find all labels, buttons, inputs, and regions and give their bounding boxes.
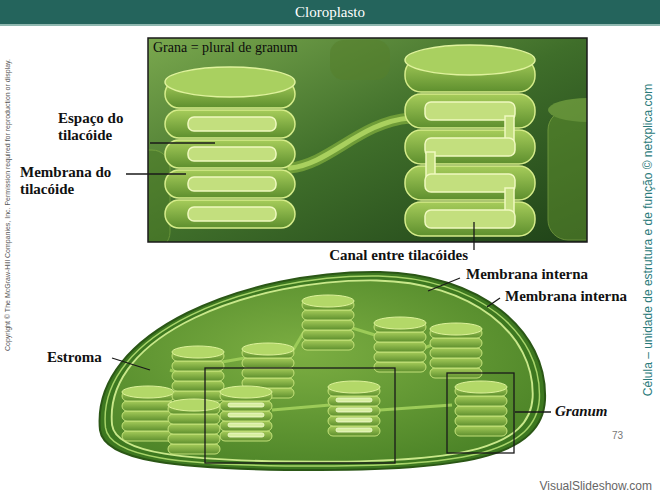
slide-title: Cloroplasto xyxy=(0,4,660,21)
part-label: Espaço do tilacóide xyxy=(58,110,146,145)
part-label: Membrana do tilacóide xyxy=(20,164,124,199)
inset-note: Grana = plural de granum xyxy=(153,40,298,56)
watermark: VisualSlideshow.com xyxy=(539,480,652,494)
part-label: Granum xyxy=(555,403,608,420)
part-label: Canal entre tilacóides xyxy=(329,247,468,264)
site-credit: Célula – unidade de estrutura e de funçã… xyxy=(642,84,656,396)
page-number: 73 xyxy=(612,430,623,442)
copyright-note: Copyright © The McGraw-Hill Companies, I… xyxy=(4,59,12,351)
part-label: Estroma xyxy=(47,349,102,366)
part-label: Membrana interna xyxy=(505,288,627,305)
part-label: Membrana interna xyxy=(466,266,588,283)
